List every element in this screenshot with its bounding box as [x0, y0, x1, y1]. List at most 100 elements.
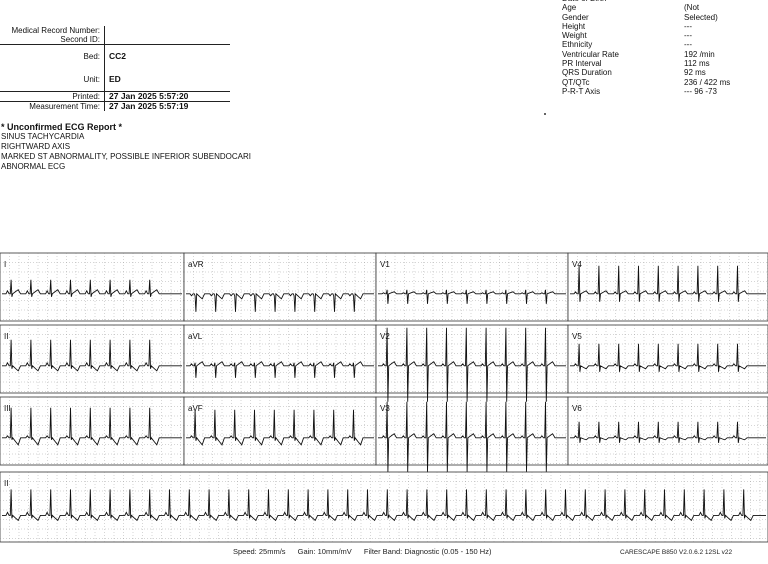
ecg-trace-avl: [186, 361, 374, 378]
measurement-label: P-R-T Axis: [562, 86, 601, 96]
info-label: Second ID:: [0, 35, 105, 45]
info-row-printed: Printed: 27 Jan 2025 5:57:20: [0, 91, 230, 102]
lead-label-v6: V6: [572, 404, 582, 413]
grid-panel: [183, 252, 377, 322]
measurement-label: QRS Duration: [562, 68, 612, 78]
grid-panel: [0, 252, 185, 322]
grid-panel: [0, 324, 185, 394]
measurement-value: (Not: [684, 3, 700, 13]
measurement-row: Age (Not: [562, 3, 730, 12]
ecg-trace-v3: [378, 401, 566, 472]
ecg-trace-v5: [570, 343, 766, 372]
measurement-value: ---: [684, 0, 692, 3]
rhythm-lead-label: II: [4, 479, 8, 488]
ecg-trace-ii: [2, 339, 182, 372]
measurement-label: PR Interval: [562, 59, 602, 69]
measurement-row: Ventricular Rate 192 /min: [562, 50, 730, 59]
info-row-second-id: Second ID:: [0, 35, 230, 45]
info-row-unit: Unit: ED: [0, 68, 230, 92]
ecg-trace-i: [2, 279, 182, 297]
measurement-value: 192 /min: [684, 49, 715, 59]
measurement-row: PR Interval 112 ms: [562, 59, 730, 68]
grid-panel: [567, 396, 768, 466]
grid-panel: [375, 252, 569, 322]
info-row-measurement-time: Measurement Time: 27 Jan 2025 5:57:19: [0, 101, 230, 111]
ecg-trace-v2: [378, 327, 566, 402]
measurement-row: QT/QTc 236 / 422 ms: [562, 78, 730, 87]
info-label: Medical Record Number:: [0, 26, 105, 35]
grid-panel: [567, 252, 768, 322]
grid-panel: [375, 396, 569, 466]
ecg-trace-iii: [2, 407, 182, 446]
measurement-row: Weight ---: [562, 31, 730, 40]
measurement-value: Selected): [684, 12, 718, 22]
measurement-label: Ethnicity: [562, 40, 593, 50]
device-label: CARESCAPE B850 V2.0.6.2 12SL v22: [620, 549, 733, 556]
ecg-rhythm-strip: [2, 489, 766, 522]
report-line: ABNORMAL ECG: [1, 162, 66, 171]
measurement-value: 112 ms: [684, 59, 710, 69]
lead-label-avf: aVF: [188, 404, 203, 413]
measurement-label: Height: [562, 21, 586, 31]
ecg-trace-v6: [570, 421, 766, 443]
grid-panel: [183, 324, 377, 394]
filter-label: Filter Band: Diagnostic (0.05 - 150 Hz): [363, 547, 492, 556]
measurement-label: Gender: [562, 12, 589, 22]
grid-panel: [183, 396, 377, 466]
info-value: [105, 26, 231, 35]
measurement-row: Gender Selected): [562, 13, 730, 22]
measurement-label: QT/QTc: [562, 77, 590, 87]
measurement-value: 92 ms: [684, 68, 706, 78]
info-label: Bed:: [0, 44, 105, 68]
info-row-mrn: Medical Record Number:: [0, 26, 230, 35]
measurement-label: Date of Birth: [562, 0, 684, 3]
report-line: SINUS TACHYCARDIA: [1, 132, 85, 141]
lead-label-v2: V2: [380, 332, 390, 341]
measurement-value: 236 / 422 ms: [684, 77, 731, 87]
lead-label-iii: III: [4, 404, 11, 413]
info-value: [105, 35, 231, 45]
report-line: MARKED ST ABNORMALITY, POSSIBLE INFERIOR…: [1, 152, 251, 161]
report-header: * Unconfirmed ECG Report *: [1, 122, 123, 132]
grid-panel: [0, 396, 185, 466]
info-value: ED: [109, 74, 121, 84]
stray-mark: [544, 113, 546, 115]
speed-label: Speed: 25mm/s: [233, 547, 286, 556]
measurement-value: ---: [684, 21, 692, 31]
ecg-trace-avf: [186, 409, 374, 446]
measurement-label: Weight: [562, 31, 587, 41]
measurement-row: Height ---: [562, 22, 730, 31]
measurement-row: QRS Duration 92 ms: [562, 68, 730, 77]
ecg-trace-v1: [378, 289, 566, 304]
gain-label: Gain: 10mm/mV: [297, 547, 352, 556]
info-value: CC2: [104, 44, 230, 68]
grid-panel: [0, 471, 768, 543]
measurement-row: P-R-T Axis --- 96 -73: [562, 87, 730, 96]
measurement-value: ---: [684, 40, 692, 50]
measurement-label: Age: [562, 3, 577, 13]
info-label: Printed:: [0, 91, 105, 102]
lead-label-v1: V1: [380, 260, 390, 269]
info-label: Unit:: [0, 68, 105, 92]
lead-label-ii: II: [4, 332, 8, 341]
ecg-trace-v4: [570, 265, 766, 302]
measurement-value: ---: [684, 31, 692, 41]
lead-label-v3: V3: [380, 404, 390, 413]
report-line: RIGHTWARD AXIS: [1, 142, 71, 151]
patient-info-table: Medical Record Number: Second ID: Bed: C…: [0, 26, 230, 111]
grid-panel: [375, 324, 569, 394]
ecg-trace-avr: [186, 292, 374, 312]
info-value: 27 Jan 2025 5:57:19: [104, 101, 230, 111]
grid-panel: [567, 324, 768, 394]
measurement-row: Date of Birth---: [562, 0, 730, 3]
ecg-report: * Unconfirmed ECG Report * SINUS TACHYCA…: [1, 122, 251, 172]
measurement-label: Ventricular Rate: [562, 49, 619, 59]
lead-label-v4: V4: [572, 260, 582, 269]
lead-label-i: I: [4, 260, 6, 269]
info-value: 27 Jan 2025 5:57:20: [104, 91, 230, 102]
info-label: Measurement Time:: [0, 101, 105, 111]
lead-label-avl: aVL: [188, 332, 203, 341]
measurement-value: --- 96 -73: [684, 86, 717, 96]
footer: Speed: 25mm/s Gain: 10mm/mV Filter Band:…: [0, 547, 768, 559]
